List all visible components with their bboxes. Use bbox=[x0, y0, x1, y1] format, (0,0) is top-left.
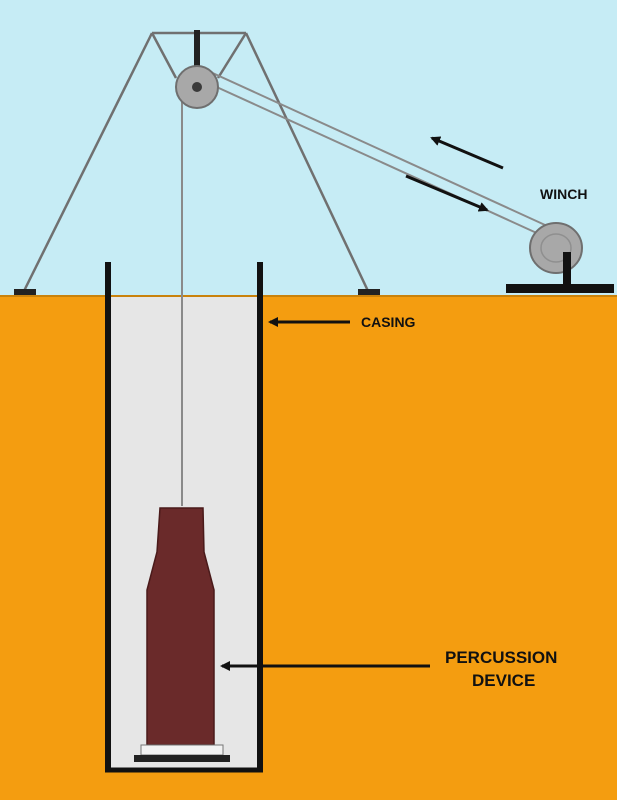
percussion-device bbox=[134, 507, 230, 762]
sky bbox=[0, 0, 617, 296]
device-base-plate bbox=[140, 744, 224, 756]
casing-label: CASING bbox=[361, 314, 416, 330]
pulley-wheel-icon bbox=[175, 65, 219, 109]
device-base-shadow bbox=[134, 755, 230, 762]
tripod-left-foot bbox=[14, 289, 36, 295]
percussion-label-line1: PERCUSSION bbox=[445, 648, 557, 667]
tripod bbox=[22, 31, 370, 292]
ground bbox=[0, 296, 617, 800]
arrow-toward-pulley bbox=[430, 136, 504, 170]
percussion-label-line2: DEVICE bbox=[472, 671, 535, 690]
arrow-toward-winch bbox=[405, 174, 489, 212]
winch-base bbox=[506, 284, 614, 293]
winch-cable-lower bbox=[209, 83, 553, 241]
winch-drum-icon bbox=[506, 222, 614, 293]
winch-cable-upper bbox=[205, 69, 557, 231]
tripod-right-foot bbox=[358, 289, 380, 295]
tripod-center-post bbox=[194, 30, 200, 80]
winch-label: WINCH bbox=[540, 186, 587, 202]
